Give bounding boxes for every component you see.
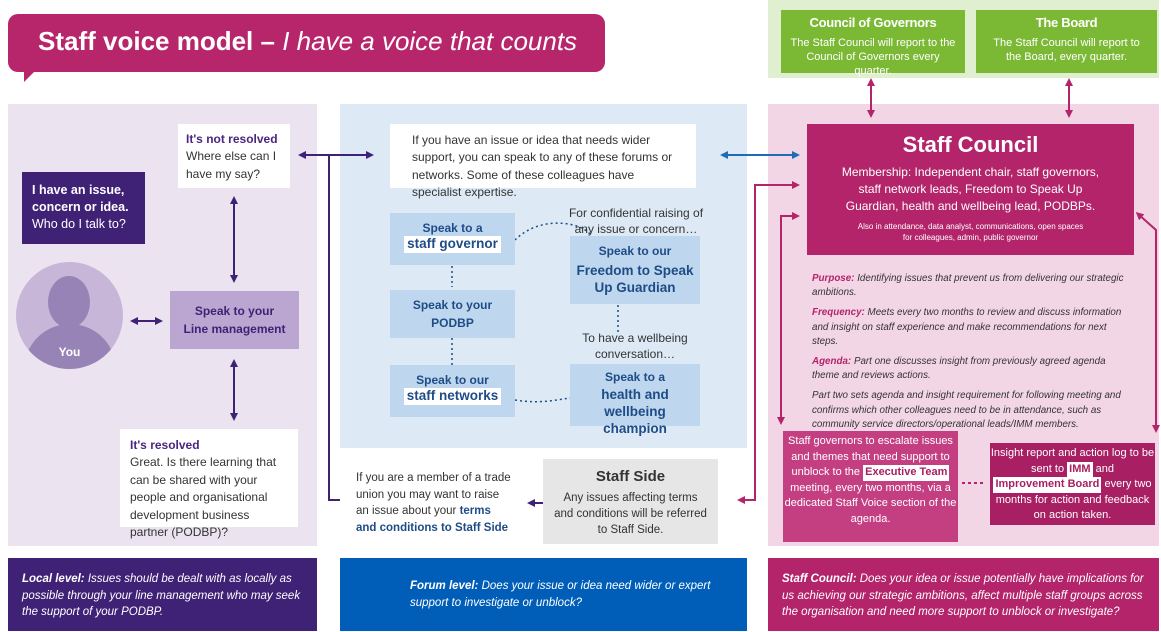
issue-question: Who do I talk to? (32, 216, 126, 231)
confidential-note: For confidential raising of any issue or… (568, 206, 704, 237)
staff-council-box: Staff Council Membership: Independent ch… (807, 124, 1134, 255)
trade-union-box: If you are a member of a trade union you… (340, 462, 523, 544)
ftsu-pre: Speak to our (598, 244, 672, 258)
line-management-box: Speak to your Line management (170, 291, 299, 349)
insight-report-box: Insight report and action log to be sent… (990, 443, 1155, 525)
esc-pre: Staff governors to escalate issues and t… (788, 435, 953, 479)
footer-local-level: Local level: Issues should be dealt with… (8, 558, 317, 631)
footer-local-text: Issues should be dealt with as locally a… (22, 573, 301, 619)
wellbeing-label: health and wellbeing champion (601, 387, 669, 436)
staff-networks-box: Speak to our staff networks (390, 365, 515, 417)
agenda-label: Agenda: (812, 356, 852, 368)
part-two-text: Part two sets agenda and insight require… (812, 390, 1121, 430)
page-title: Staff voice model – I have a voice that … (8, 14, 605, 82)
cog-title: Council of Governors (809, 15, 937, 30)
ins-mid: and (1095, 462, 1114, 475)
issue-title: I have an issue, concern or idea. (32, 183, 129, 214)
resolved-title: It's resolved (130, 438, 200, 452)
avatar: You (16, 262, 123, 369)
trade-bold: terms and conditions to Staff Side (356, 505, 509, 535)
executive-team-pill: Executive Team (863, 465, 950, 481)
agenda-text: Part one discusses insight from previous… (812, 356, 1106, 382)
wellbeing-note: To have a wellbeing conversation… (582, 331, 688, 362)
podbp-box: Speak to your PODBP (390, 290, 515, 338)
footer-local-label: Local level: (22, 573, 85, 585)
issue-prompt-box: I have an issue, concern or idea. Who do… (22, 172, 145, 244)
footer-forum-level: Forum level: Does your issue or idea nee… (340, 558, 747, 631)
not-resolved-box: It's not resolved Where else can I have … (178, 124, 290, 188)
board-text: The Staff Council will report to the Boa… (993, 36, 1140, 64)
trade-text: If you are a member of a trade union you… (356, 472, 511, 518)
resolved-box: It's resolved Great. Is there learning t… (120, 429, 298, 539)
staff-governor-box: Speak to a staff governor (390, 213, 515, 265)
governor-label: staff governor (404, 236, 501, 253)
sc-membership: Membership: Independent chair, staff gov… (841, 165, 1100, 213)
person-icon (48, 276, 90, 328)
the-board-box: The Board The Staff Council will report … (976, 10, 1157, 73)
purpose-text: Identifying issues that prevent us from … (812, 273, 1124, 299)
ftsu-guardian-box: Speak to our Freedom to Speak Up Guardia… (570, 236, 700, 304)
wellbeing-pre: Speak to a (604, 370, 666, 384)
frequency-text: Meets every two months to review and dis… (812, 307, 1122, 347)
staff-side-title: Staff Side (595, 468, 666, 485)
ins-post: every two months for action and feedback… (995, 478, 1152, 522)
staff-council-details: Purpose: Identifying issues that prevent… (812, 272, 1132, 438)
imm-pill: IMM (1067, 461, 1093, 478)
podbp-label: PODBP (431, 316, 474, 330)
networks-label: staff networks (403, 388, 502, 405)
you-label: You (58, 345, 81, 359)
ftsu-label: Freedom to Speak Up Guardian (576, 263, 694, 295)
title-main: Staff voice model – (38, 26, 275, 56)
forum-intro-box: If you have an issue or idea that needs … (390, 124, 696, 199)
title-tagline: I have a voice that counts (282, 26, 578, 56)
line-mgmt-label: Line management (183, 322, 286, 336)
resolved-text: Great. Is there learning that can be sha… (130, 455, 277, 539)
networks-pre: Speak to our (416, 373, 489, 387)
sc-attendance: Also in attendance, data analyst, commun… (857, 222, 1084, 242)
governor-pre: Speak to a (422, 221, 483, 235)
line-mgmt-pre: Speak to your (194, 304, 275, 318)
footer-council-text: Does your idea or issue potentially have… (782, 573, 1144, 619)
board-title: The Board (1035, 15, 1098, 30)
forum-intro-text: If you have an issue or idea that needs … (412, 133, 673, 200)
purpose-label: Purpose: (812, 273, 855, 284)
staff-side-text: Any issues affecting terms and condition… (554, 492, 707, 537)
footer-forum-text: Does your issue or idea need wider or ex… (410, 580, 711, 609)
ins-pre: Insight report and action log to be sent… (990, 447, 1155, 475)
footer-staff-council: Staff Council: Does your idea or issue p… (768, 558, 1159, 631)
esc-post: meeting, every two months, via a dedicat… (784, 481, 957, 526)
not-resolved-text: Where else can I have my say? (186, 149, 277, 181)
podbp-pre: Speak to your (412, 298, 493, 312)
footer-council-label: Staff Council: (782, 573, 857, 585)
staff-side-box: Staff Side Any issues affecting terms an… (543, 459, 718, 544)
frequency-label: Frequency: (812, 307, 865, 319)
council-of-governors-box: Council of Governors The Staff Council w… (781, 10, 965, 77)
sc-title: Staff Council (902, 132, 1039, 157)
escalation-box: Staff governors to escalate issues and t… (783, 431, 958, 542)
improvement-board-pill: Improvement Board (993, 477, 1102, 493)
wellbeing-champion-box: Speak to a health and wellbeing champion (570, 364, 700, 436)
not-resolved-title: It's not resolved (186, 132, 278, 146)
footer-forum-label: Forum level: (410, 580, 479, 592)
cog-text: The Staff Council will report to the Cou… (790, 36, 956, 78)
